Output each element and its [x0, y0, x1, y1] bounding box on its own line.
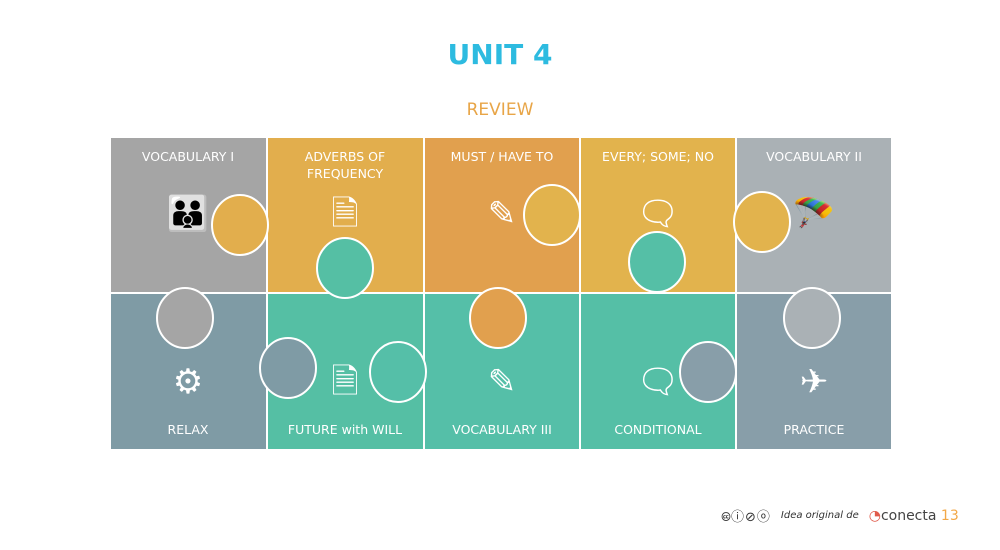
- puzzle-tab: [783, 287, 841, 349]
- puzzle-tab: [156, 287, 214, 349]
- paper-plane-icon: ✈: [799, 362, 829, 402]
- piece-label: VOCABULARY III: [452, 422, 552, 437]
- page-title: UNIT 4: [447, 38, 553, 71]
- piece-label: EVERY; SOME; NO: [602, 149, 714, 164]
- piece-label: CONDITIONAL: [614, 422, 702, 437]
- document-icon: 🗎: [331, 362, 359, 402]
- puzzle-tab: [369, 341, 427, 403]
- puzzle-tab: [733, 191, 791, 253]
- chat-icon: 🗨: [636, 362, 680, 402]
- parachute-icon: 🪂: [792, 194, 836, 234]
- pencil-icon: ✎: [487, 362, 517, 402]
- piece-label: VOCABULARY I: [141, 149, 235, 164]
- puzzle-tab: [523, 184, 581, 246]
- footer: 🅭ⓘ⊘ⓞ Idea original de ◔conecta 13: [722, 506, 959, 526]
- pencil-icon: ✎: [487, 194, 517, 234]
- people-icon: 👪: [166, 194, 210, 234]
- puzzle-tab: [259, 337, 317, 399]
- gears-icon: ⚙: [172, 362, 204, 402]
- chat-icon: 🗨: [636, 194, 680, 234]
- document-icon: 🗎: [331, 194, 359, 234]
- puzzle-tab: [679, 341, 737, 403]
- piece-label: RELAX: [167, 422, 209, 437]
- piece-label: VOCABULARY II: [766, 149, 862, 164]
- puzzle-tab: [211, 194, 269, 256]
- piece-label: ADVERBS OF FREQUENCY: [304, 149, 386, 181]
- page-subtitle: REVIEW: [466, 100, 534, 120]
- idea-original-text: Idea original de: [780, 510, 859, 521]
- puzzle-tab: [469, 287, 527, 349]
- creative-commons-icon: 🅭ⓘ⊘ⓞ: [722, 510, 771, 525]
- puzzle-tab: [316, 237, 374, 299]
- conecta-logo: ◔conecta 13: [868, 507, 959, 524]
- piece-label: MUST / HAVE TO: [450, 149, 554, 164]
- puzzle-tab: [628, 231, 686, 293]
- piece-label: PRACTICE: [783, 422, 845, 437]
- piece-label: FUTURE with WILL: [287, 422, 403, 437]
